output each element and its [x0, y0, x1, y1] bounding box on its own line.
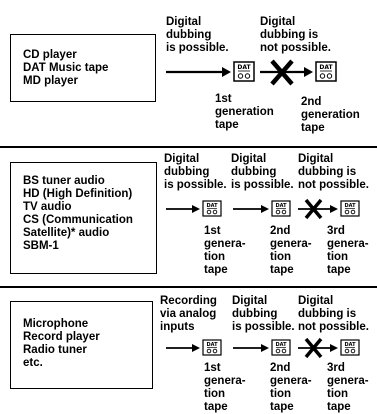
source-line: BS tuner audio	[23, 175, 105, 187]
caption-dubbing-not-possible: Digital dubbing is not possible.	[298, 153, 369, 191]
svg-text:DAT: DAT	[275, 342, 287, 348]
source-line: Microphone	[23, 318, 89, 330]
source-line: Radio tuner	[23, 344, 87, 356]
svg-text:DAT: DAT	[237, 64, 251, 71]
source-box-analog: Microphone Record player Radio tuner etc…	[10, 301, 153, 389]
svg-text:DAT: DAT	[275, 203, 287, 209]
dat-tape-icon: DAT	[202, 200, 222, 217]
source-line: Satellite)* audio	[23, 227, 110, 239]
dat-tape-icon: DAT	[233, 61, 255, 82]
section-divider	[0, 286, 377, 288]
svg-text:DAT: DAT	[319, 64, 333, 71]
source-line: HD (High Definition)	[23, 188, 133, 200]
arrow-head	[304, 67, 313, 77]
source-line: DAT Music tape	[23, 62, 109, 74]
arrow-head	[192, 344, 200, 352]
arrow-head	[261, 205, 269, 213]
cross-icon	[304, 198, 323, 220]
label-1st-generation: 1st genera- tion tape	[204, 362, 246, 413]
source-line: CS (Communication	[23, 214, 133, 226]
caption-recording-analog: Recording via analog inputs	[160, 295, 217, 333]
svg-text:DAT: DAT	[206, 203, 218, 209]
svg-text:DAT: DAT	[206, 342, 218, 348]
arrow-head	[330, 344, 338, 352]
section-divider	[0, 146, 377, 148]
label-1st-generation: 1st generation tape	[215, 93, 274, 131]
arrow-head	[192, 205, 200, 213]
source-line: etc.	[23, 357, 43, 369]
label-3rd-generation: 3rd genera- tion tape	[327, 362, 369, 413]
arrow-head	[330, 205, 338, 213]
caption-dubbing-not-possible: Digital dubbing is not possible.	[260, 16, 331, 54]
caption-dubbing-possible: Digital dubbing is possible.	[166, 16, 229, 54]
caption-dubbing-possible: Digital dubbing is possible.	[231, 153, 294, 191]
caption-dubbing-not-possible: Digital dubbing is not possible.	[298, 295, 369, 333]
dat-tape-icon: DAT	[340, 339, 360, 356]
source-line: SBM-1	[23, 240, 59, 252]
svg-text:DAT: DAT	[344, 342, 356, 348]
caption-dubbing-possible: Digital dubbing is possible.	[164, 153, 227, 191]
label-2nd-generation: 2nd genera- tion tape	[270, 225, 312, 276]
caption-dubbing-possible: Digital dubbing is possible.	[232, 295, 295, 333]
label-2nd-generation: 2nd genera- tion tape	[270, 362, 312, 413]
label-3rd-generation: 3rd genera- tion tape	[327, 225, 369, 276]
dat-tape-icon: DAT	[202, 339, 222, 356]
source-line: Record player	[23, 331, 100, 343]
label-2nd-generation: 2nd generation tape	[301, 96, 360, 134]
cross-icon	[304, 337, 323, 359]
arrow-head	[261, 344, 269, 352]
cross-icon	[270, 59, 294, 86]
arrow-head	[222, 67, 231, 77]
dat-tape-icon: DAT	[340, 200, 360, 217]
source-box-digital: CD player DAT Music tape MD player	[10, 34, 156, 102]
source-line: CD player	[23, 49, 77, 61]
source-line: MD player	[23, 75, 78, 87]
svg-text:DAT: DAT	[344, 203, 356, 209]
dat-tape-icon: DAT	[271, 339, 291, 356]
label-1st-generation: 1st genera- tion tape	[204, 225, 246, 276]
dat-tape-icon: DAT	[271, 200, 291, 217]
dat-tape-icon: DAT	[315, 61, 337, 82]
source-line: TV audio	[23, 201, 72, 213]
source-box-satellite: BS tuner audio HD (High Definition) TV a…	[10, 162, 157, 274]
